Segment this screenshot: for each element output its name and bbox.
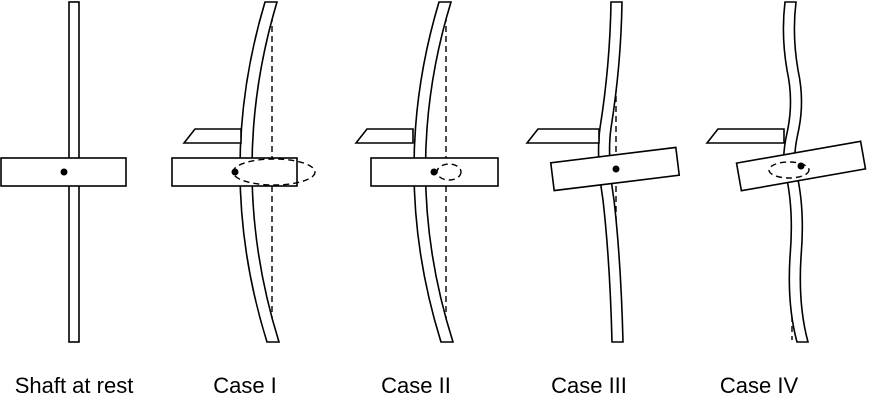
rest-disk-center: [60, 168, 68, 176]
panel-case-3: Case III: [525, 1, 681, 398]
case1-bearing-arm: [182, 128, 242, 144]
case3-bearing-arm: [525, 128, 600, 144]
label-case-3: Case III: [551, 373, 627, 398]
case3-bent-shaft: [597, 1, 624, 343]
case4-bearing-arm: [705, 128, 785, 144]
case1-disk-center: [231, 168, 239, 176]
case2-bearing-arm: [354, 128, 414, 144]
case4-disk-center: [797, 162, 805, 170]
case3-disk-center: [612, 165, 620, 173]
label-case-1: Case I: [213, 373, 277, 398]
label-case-4: Case IV: [720, 373, 799, 398]
panel-case-2: Case II: [354, 1, 499, 398]
case2-disk-center: [430, 168, 438, 176]
case1-bent-shaft: [239, 1, 281, 343]
panel-case-4: Case IV: [705, 1, 867, 398]
label-shaft-at-rest: Shaft at rest: [15, 373, 134, 398]
panel-case-1: Case I: [171, 1, 316, 398]
case2-bent-shaft: [413, 1, 455, 343]
panel-shaft-at-rest: Shaft at rest: [0, 1, 134, 398]
case4-whirl-orbit: [768, 161, 810, 179]
case2-disk: [370, 157, 499, 187]
label-case-2: Case II: [381, 373, 451, 398]
